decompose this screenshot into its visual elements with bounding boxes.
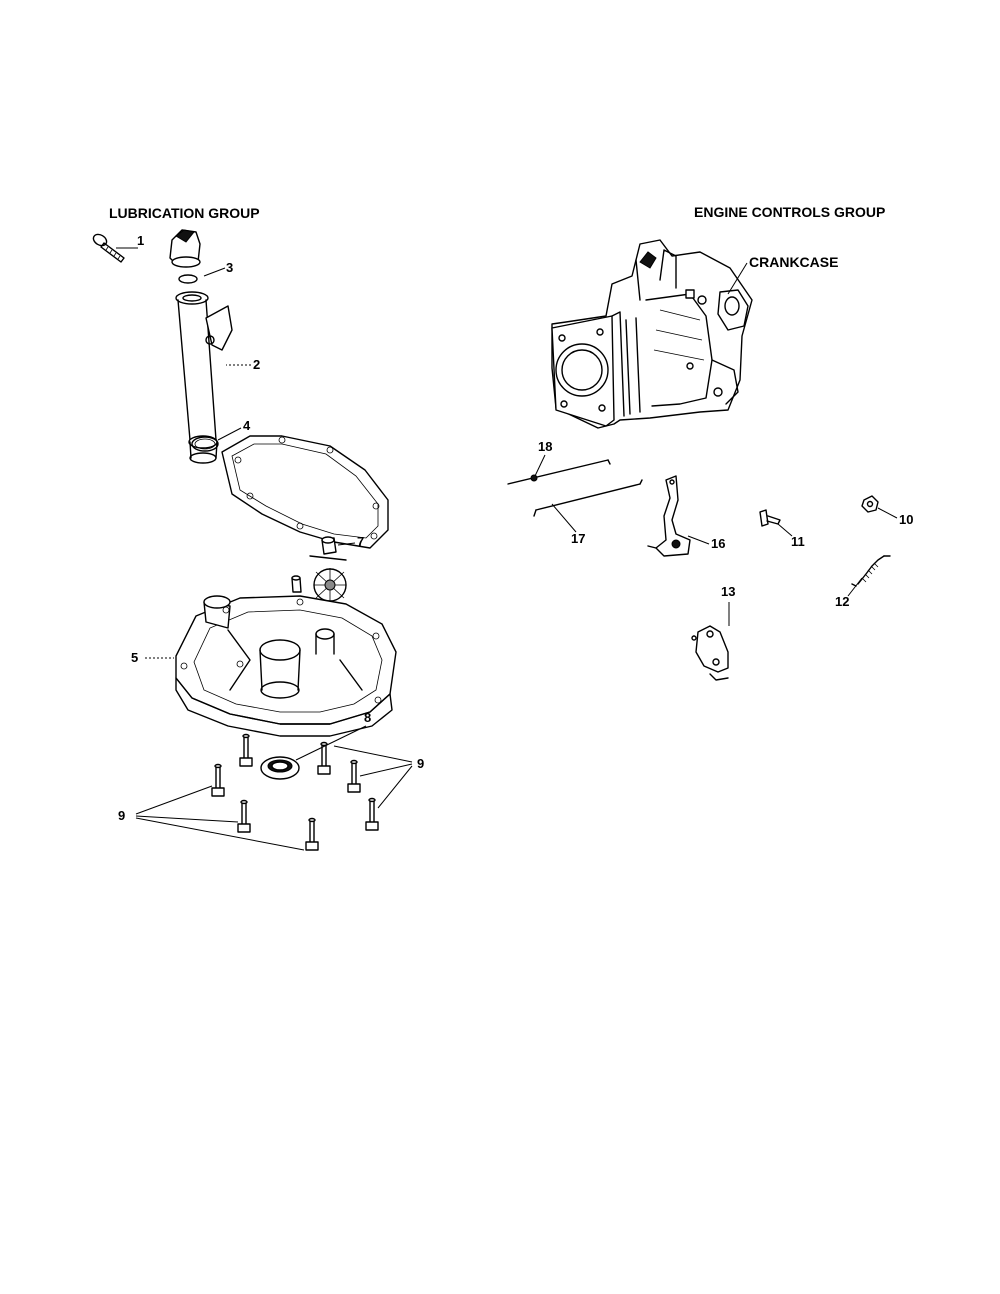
part-4-o-ring	[191, 436, 219, 452]
leader-9-right	[333, 745, 413, 809]
callout-9-left: 9	[118, 808, 125, 823]
bolt-9e	[317, 741, 331, 775]
leader-17	[551, 503, 577, 533]
crankcase-label: CRANKCASE	[749, 254, 838, 270]
bolt-9c	[237, 799, 251, 833]
callout-1: 1	[137, 233, 144, 248]
leader-3	[203, 267, 226, 277]
bolt-9a	[239, 733, 253, 767]
callout-5: 5	[131, 650, 138, 665]
leader-10	[877, 507, 898, 519]
callout-9-right: 9	[417, 756, 424, 771]
bolt-9f	[347, 759, 361, 793]
leader-8	[295, 725, 367, 761]
callout-2: 2	[253, 357, 260, 372]
part-5-crankcase-cover	[175, 595, 397, 737]
gasket	[221, 435, 389, 549]
part-17-rod	[533, 479, 643, 517]
callout-18: 18	[538, 439, 552, 454]
part-9-bolts	[211, 733, 379, 851]
lubrication-group-title: LUBRICATION GROUP	[109, 205, 260, 221]
callout-8: 8	[364, 710, 371, 725]
callout-12: 12	[835, 594, 849, 609]
part-1-bolt	[92, 233, 125, 263]
callout-13: 13	[721, 584, 735, 599]
bolt-9g	[365, 797, 379, 831]
callout-10: 10	[899, 512, 913, 527]
bolt-9d	[305, 817, 319, 851]
part-16-control-lever	[647, 475, 691, 557]
governor-gear	[291, 555, 347, 602]
leader-16	[687, 535, 710, 545]
part-11-screw	[759, 509, 781, 527]
leader-7	[337, 542, 356, 546]
bolt-9b	[211, 763, 225, 797]
crankcase	[551, 239, 753, 429]
callout-7: 7	[357, 534, 364, 549]
leader-9-left	[135, 785, 305, 851]
callout-3: 3	[226, 260, 233, 275]
callout-11: 11	[791, 534, 805, 549]
part-10-nut	[861, 495, 879, 513]
part-3-dipstick-cap	[169, 229, 201, 284]
callout-4: 4	[243, 418, 251, 433]
callout-17: 17	[571, 531, 585, 546]
leader-4	[217, 427, 242, 441]
part-18-rod	[507, 459, 611, 485]
leader-crankcase	[727, 262, 748, 295]
leader-18	[534, 454, 546, 477]
part-12-spring	[851, 555, 891, 587]
callout-16: 16	[711, 536, 725, 551]
leader-11	[777, 523, 793, 537]
engine-controls-group-title: ENGINE CONTROLS GROUP	[694, 204, 885, 220]
part-8-oil-seal	[260, 756, 300, 780]
part-13-bracket	[691, 625, 729, 681]
part-7-plug	[321, 536, 337, 555]
leader-12	[847, 577, 863, 597]
